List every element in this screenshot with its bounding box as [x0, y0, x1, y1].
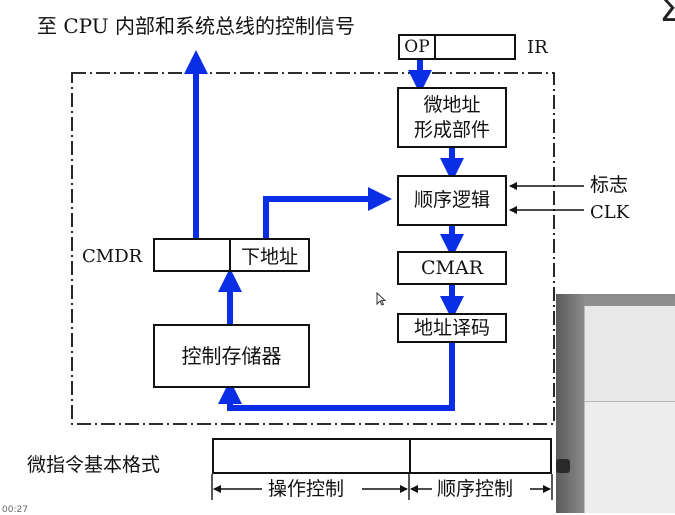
presenter-video-overlay [556, 294, 675, 513]
cmar-label: CMAR [420, 256, 484, 279]
flags-label: 标志 [590, 174, 629, 196]
clock-label: CLK [590, 202, 630, 223]
control-unit-boundary [71, 72, 555, 425]
playback-timestamp: 00:27 [2, 505, 28, 515]
top-caption: 至 CPU 内部和系统总线的控制信号 [37, 14, 355, 38]
cmar-block: CMAR [397, 251, 507, 285]
address-decoder-block: 地址译码 [397, 313, 507, 343]
ir-address-field [434, 34, 516, 60]
sequence-logic-label: 顺序逻辑 [413, 189, 490, 212]
ir-op-field: OP [398, 34, 436, 60]
ir-op-label: OP [404, 37, 430, 57]
control-store-block: 控制存储器 [153, 324, 310, 388]
address-decoder-label: 地址译码 [413, 316, 490, 339]
bus-decoder-to-control-store [218, 343, 455, 411]
ir-register-label: IR [527, 37, 548, 58]
control-store-label: 控制存储器 [181, 344, 282, 368]
format-operation-label: 操作控制 [268, 478, 345, 500]
cmdr-control-field [153, 238, 231, 272]
address-former-line1: 微地址 [423, 93, 481, 116]
microinstruction-format-label: 微指令基本格式 [27, 454, 161, 476]
door-handle-icon [556, 459, 570, 473]
corner-partial-glyph: Σ [659, 0, 675, 30]
format-sequence-label: 顺序控制 [437, 478, 514, 500]
format-operation-field [212, 438, 411, 474]
cmdr-label: CMDR [82, 246, 143, 267]
address-former-block: 微地址 形成部件 [397, 87, 507, 148]
bus-next-address-to-sequence [263, 187, 392, 238]
mouse-cursor-icon [376, 292, 386, 306]
address-former-line2: 形成部件 [413, 118, 490, 141]
cmdr-next-address-field: 下地址 [229, 238, 310, 272]
cmdr-next-address-label: 下地址 [240, 245, 298, 268]
format-sequence-field [409, 438, 552, 474]
sequence-logic-block: 顺序逻辑 [397, 175, 507, 226]
